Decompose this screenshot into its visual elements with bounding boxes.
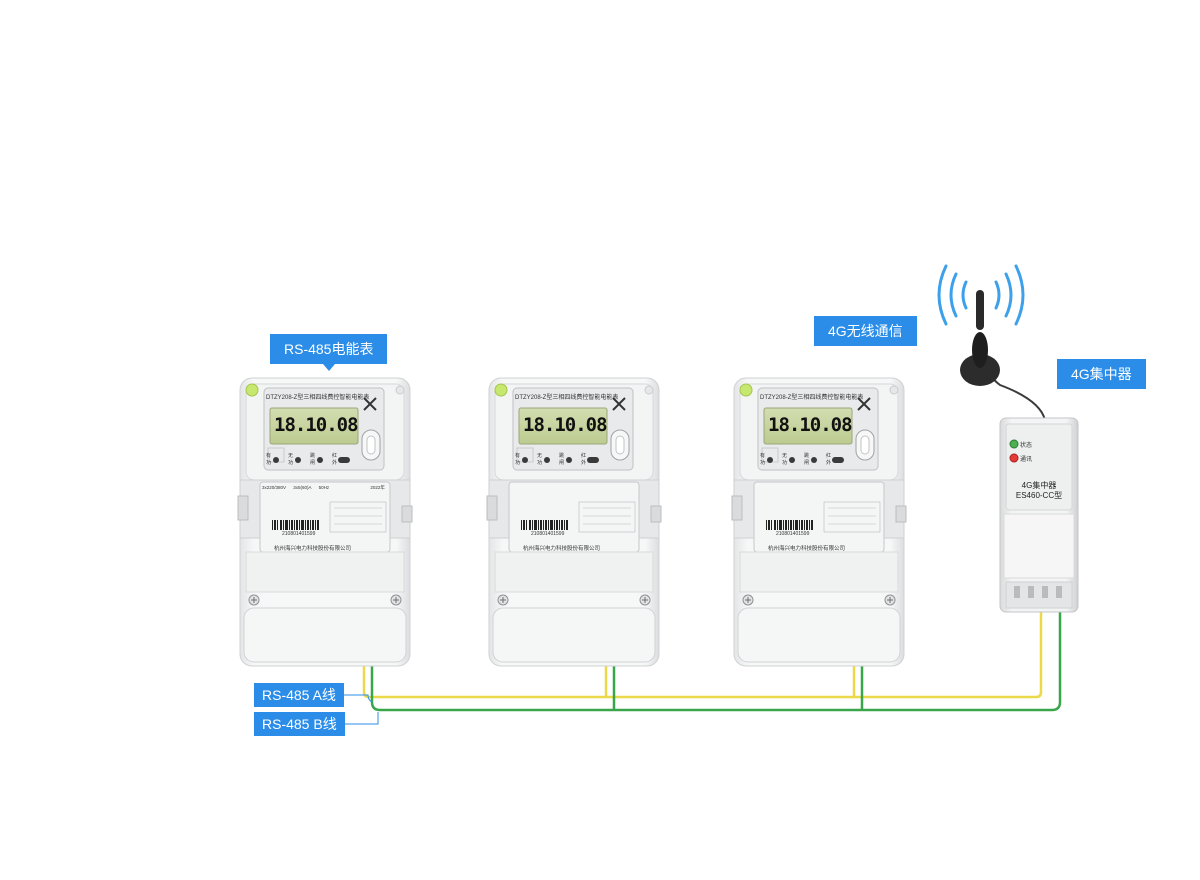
indicator-reactive: 无功 xyxy=(782,453,788,466)
wire-a xyxy=(362,612,1043,699)
serial-number: 210801401599 xyxy=(282,531,316,537)
rating-frequency: 50Hz xyxy=(318,485,330,490)
indicator-reactive: 无功 xyxy=(537,453,543,466)
indicator-trip: 跳闸 xyxy=(310,453,316,466)
antenna xyxy=(960,290,1046,421)
indicator-infrared: 红外 xyxy=(581,453,587,466)
rating-year: 2022年 xyxy=(370,485,385,490)
concentrator-callout: 4G集中器 xyxy=(1057,359,1146,389)
indicator-trip: 跳闸 xyxy=(559,453,565,466)
b-line-label: RS-485 B线 xyxy=(254,712,345,736)
wire-b xyxy=(370,612,1062,712)
wireless-callout: 4G无线通信 xyxy=(814,316,917,346)
manufacturer-text: 杭州海兴电力科技股份有限公司 xyxy=(274,546,352,552)
concentrator-status-label: 状态 xyxy=(1020,443,1033,449)
meter-callout: RS-485电能表 xyxy=(270,334,388,371)
indicator-active: 有功 xyxy=(266,453,272,466)
lcd-reading: 18.10.08 xyxy=(274,414,359,436)
concentrator-name: 4G集中器 xyxy=(1021,481,1057,490)
meter-rating-strip: 3x220/380V 3x5(60)A 50Hz 2022年 xyxy=(262,485,385,491)
indicator-infrared: 红外 xyxy=(332,453,338,466)
a-line-leader xyxy=(336,694,373,703)
indicator-reactive: 无功 xyxy=(288,453,294,466)
concentrator-model: ES460-CC型 xyxy=(1015,491,1063,500)
manufacturer-text: 杭州海兴电力科技股份有限公司 xyxy=(523,546,601,552)
manufacturer-text: 杭州海兴电力科技股份有限公司 xyxy=(768,546,846,552)
concentrator-comm-label: 通讯 xyxy=(1020,457,1033,463)
serial-number: 210801401599 xyxy=(776,531,810,537)
a-line-label: RS-485 A线 xyxy=(254,683,344,707)
concentrator-device xyxy=(999,417,1079,613)
wireless-signal-icon xyxy=(937,264,1025,326)
lcd-reading: 18.10.08 xyxy=(768,414,853,436)
rating-voltage: 3x220/380V xyxy=(262,485,287,490)
meter-model-title: DTZY208-Z型三相四线费控智能电能表 xyxy=(515,395,619,401)
indicator-active: 有功 xyxy=(515,453,521,466)
lcd-reading: 18.10.08 xyxy=(523,414,608,436)
rating-current: 3x5(60)A xyxy=(293,485,312,490)
indicator-active: 有功 xyxy=(760,453,766,466)
meter-model-title: DTZY208-Z型三相四线费控智能电能表 xyxy=(760,395,864,401)
indicator-infrared: 红外 xyxy=(826,453,832,466)
indicator-trip: 跳闸 xyxy=(804,453,810,466)
serial-number: 210801401599 xyxy=(531,531,565,537)
meter-model-title: DTZY208-Z型三相四线费控智能电能表 xyxy=(266,395,370,401)
b-line-leader xyxy=(340,712,379,725)
